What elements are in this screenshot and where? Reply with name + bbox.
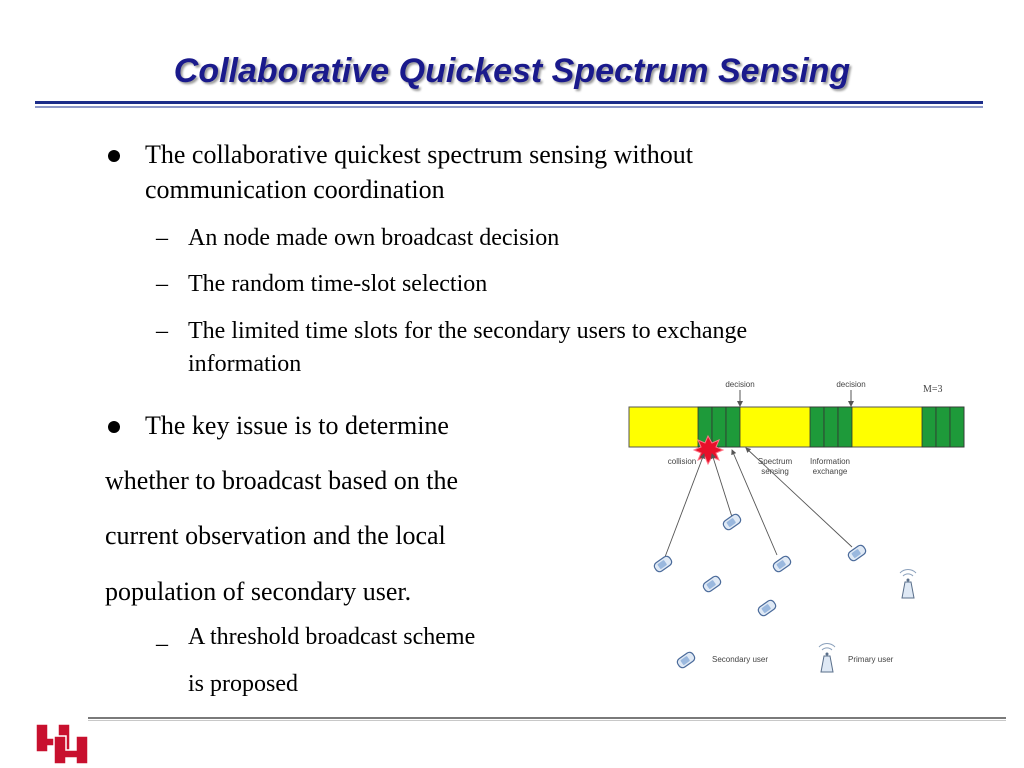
time-slot [809, 406, 825, 448]
footer-rule [88, 717, 1006, 719]
info-label-1: Information [810, 457, 850, 466]
bullet-2-line-4: population of secondary user. [105, 577, 412, 606]
spectrum-label-2: sensing [761, 467, 789, 476]
decision-label-2: decision [836, 380, 865, 389]
secondary-user-icon [652, 554, 674, 574]
time-slot [725, 406, 741, 448]
bullet-dot-icon [108, 421, 120, 433]
sub-bullet-4-line-1: A threshold broadcast scheme [188, 624, 476, 650]
slide-title: Collaborative Quickest Spectrum Sensing [173, 52, 851, 90]
bullet-1: The collaborative quickest spectrum sens… [108, 137, 694, 207]
secondary-user-icon [701, 574, 723, 594]
info-label-2: exchange [813, 467, 848, 476]
legend-secondary-label: Secondary user [712, 655, 768, 664]
dash-icon: – [156, 225, 168, 251]
arrow-user-4 [745, 447, 853, 548]
bullet-1-line-1: The collaborative quickest spectrum sens… [145, 140, 694, 169]
secondary-user-icon [846, 543, 868, 563]
bullet-1-line-2: communication coordination [145, 175, 445, 204]
bullet-dot-icon [108, 150, 120, 162]
primary-user-tower-icon [899, 569, 917, 599]
title-rule [35, 101, 983, 104]
sub-bullet-4: – A threshold broadcast scheme is propos… [156, 621, 476, 701]
decision-label-1: decision [725, 380, 754, 389]
time-slot-diagram: decision decision M=3 collision Spectrum… [628, 380, 965, 673]
secondary-user-icon [771, 554, 793, 574]
m-label: M=3 [923, 384, 943, 395]
legend-primary-label: Primary user [848, 655, 894, 664]
time-slot [949, 406, 965, 448]
secondary-user-icon [721, 512, 743, 532]
legend-secondary-user-icon [675, 650, 697, 670]
dash-icon: – [156, 271, 168, 297]
footer-rule-thin [88, 720, 1006, 721]
slot-group-3 [921, 406, 965, 448]
sub-bullet-2-text: The random time-slot selection [188, 271, 488, 297]
sub-bullet-1: – An node made own broadcast decision [156, 222, 560, 255]
sub-bullet-3-line-1: The limited time slots for the secondary… [188, 318, 748, 344]
time-slot [823, 406, 839, 448]
time-slot [837, 406, 853, 448]
slot-group-2 [809, 406, 853, 448]
sub-bullet-3-line-2: information [188, 351, 302, 377]
time-slot [921, 406, 937, 448]
bullet-2-line-3: current observation and the local [105, 521, 446, 550]
arrow-user-3 [731, 449, 778, 556]
sub-bullet-1-text: An node made own broadcast decision [188, 225, 560, 251]
bullet-2-line-1: The key issue is to determine [145, 411, 449, 440]
bullet-2: The key issue is to determine [108, 408, 449, 443]
collision-label: collision [668, 457, 696, 466]
title-rule-thin [35, 106, 983, 108]
secondary-user-icon [756, 598, 778, 618]
sub-bullet-3: – The limited time slots for the seconda… [156, 315, 748, 381]
university-logo-icon [35, 723, 89, 765]
sub-bullet-4-line-2: is proposed [188, 671, 298, 697]
time-bar [628, 406, 965, 448]
dash-icon: – [156, 631, 168, 657]
legend-primary-user-icon [818, 643, 836, 673]
spectrum-label-1: Spectrum [758, 457, 793, 466]
bullet-2-line-2: whether to broadcast based on the [105, 466, 459, 495]
arrow-user-1 [664, 453, 705, 558]
collision-burst-icon [692, 434, 725, 466]
arrow-user-2 [710, 453, 733, 518]
time-slot [935, 406, 951, 448]
dash-icon: – [156, 318, 168, 344]
sub-bullet-2: – The random time-slot selection [156, 268, 488, 301]
